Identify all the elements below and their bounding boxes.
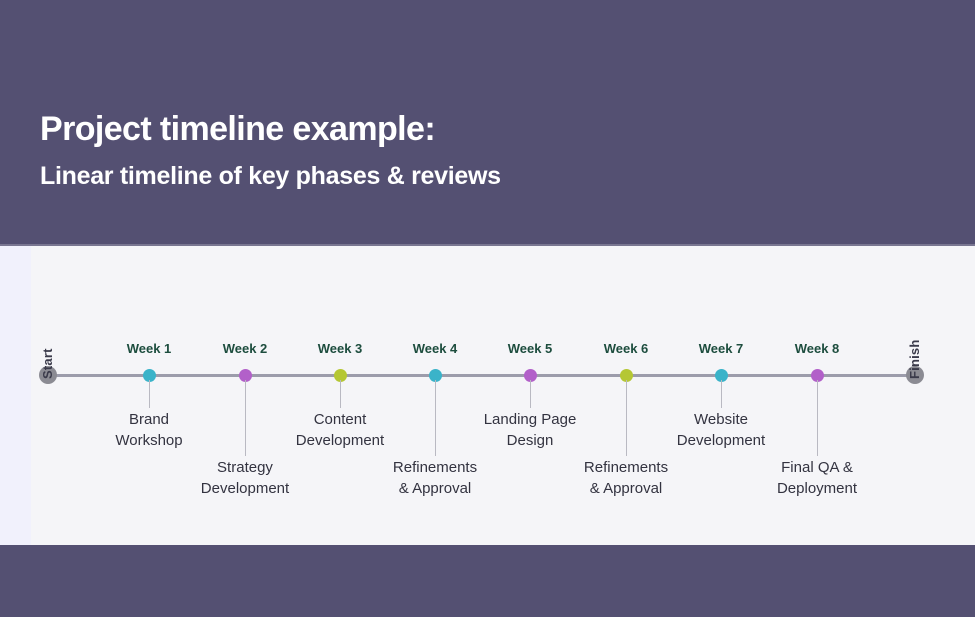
week-label: Week 5 [507, 341, 553, 356]
phase-label: Refinements & Approval [393, 457, 477, 499]
timeline-axis [48, 374, 915, 377]
timeline-finish-marker [906, 366, 924, 384]
phase-label-line: Development [295, 432, 385, 449]
page-subtitle: Linear timeline of key phases & reviews [40, 162, 501, 190]
page-title: Project timeline example: [40, 110, 436, 148]
week-label: Week 8 [794, 341, 840, 356]
phase-label-line: & Approval [589, 480, 663, 497]
phase-label-line: Design [506, 432, 554, 449]
milestone-dot[interactable] [810, 369, 824, 382]
phase-label-line: Content [313, 411, 367, 428]
timeline-start-marker [39, 366, 57, 384]
milestone-connector [148, 380, 150, 408]
panel-accent-strip [0, 246, 31, 545]
milestone-dot[interactable] [714, 369, 728, 382]
phase-label-line: Final QA & [781, 459, 853, 476]
phase-label: Refinements & Approval [584, 457, 668, 499]
phase-label-line: Website [694, 411, 748, 428]
phase-label-line: Deployment [776, 480, 858, 497]
phase-label: Final QA & Deployment [777, 457, 857, 499]
phase-label-line: Strategy [217, 459, 273, 476]
phase-label-line: Refinements [392, 459, 478, 476]
milestone-dot[interactable] [333, 369, 347, 382]
phase-label-line: & Approval [398, 480, 472, 497]
week-label: Week 4 [412, 341, 458, 356]
week-label: Week 6 [603, 341, 649, 356]
milestone-dot[interactable] [428, 369, 442, 382]
milestone-connector [434, 380, 436, 456]
phase-label-line: Development [676, 432, 766, 449]
milestone-dot[interactable] [142, 369, 156, 382]
milestone-connector [339, 380, 341, 408]
milestone-dot[interactable] [238, 369, 252, 382]
week-label: Week 1 [126, 341, 172, 356]
week-label: Week 2 [222, 341, 268, 356]
milestone-connector [529, 380, 531, 408]
milestone-dot[interactable] [523, 369, 537, 382]
header-band: Project timeline example: Linear timelin… [0, 0, 975, 246]
footer-band [0, 545, 975, 617]
milestone-connector [816, 380, 818, 456]
phase-label-line: Workshop [115, 432, 183, 449]
phase-label-line: Refinements [583, 459, 669, 476]
week-label: Week 3 [317, 341, 363, 356]
milestone-dot[interactable] [619, 369, 633, 382]
timeline-start-label: Start [40, 348, 55, 379]
timeline-finish-label: Finish [907, 339, 922, 379]
milestone-connector [244, 380, 246, 456]
milestone-connector [625, 380, 627, 456]
week-label: Week 7 [698, 341, 744, 356]
phase-label-line: Development [200, 480, 290, 497]
milestone-connector [720, 380, 722, 408]
phase-label-line: Landing Page [483, 411, 577, 428]
phase-label-line: Brand [128, 411, 170, 428]
